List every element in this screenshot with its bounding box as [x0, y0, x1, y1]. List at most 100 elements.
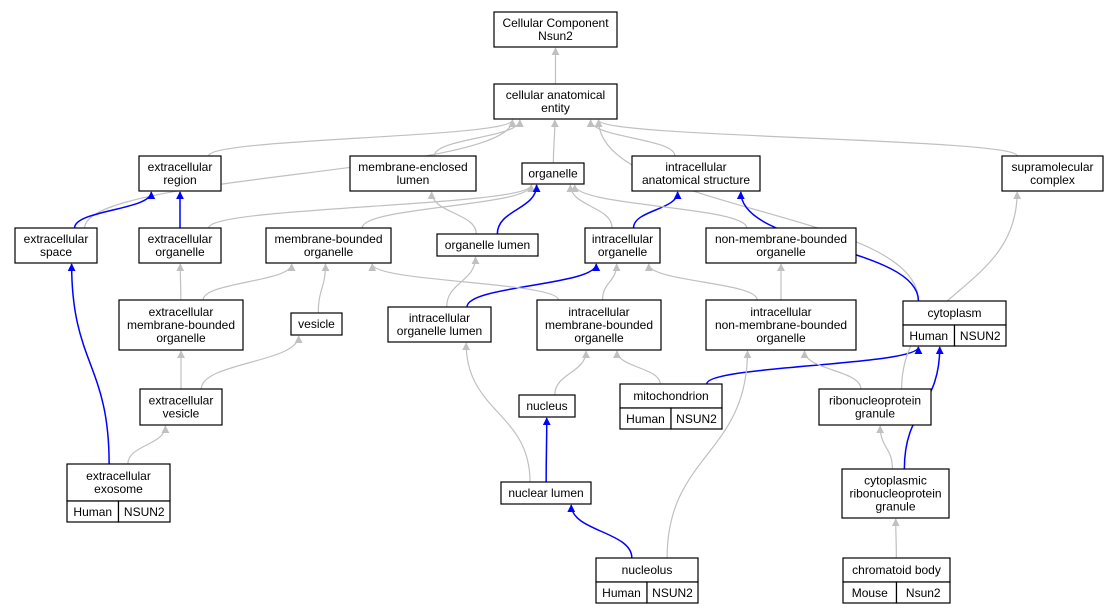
term-label-line: membrane-bounded [274, 232, 382, 246]
edge-is-a-org-to-cae [550, 119, 559, 164]
annotation-label: NSUN2 [652, 586, 693, 600]
term-label-line: granule [875, 500, 915, 514]
annotation-cell-bg [117, 500, 171, 523]
term-label-line: extracellular [149, 394, 214, 408]
term-label-line: organelle [574, 331, 624, 345]
edge-is-a-ol-to-mel [427, 191, 477, 235]
term-label-line: ribonucleoprotein [849, 487, 941, 501]
annotation-label: Human [909, 329, 948, 343]
term-label-line: intracellular [592, 232, 653, 246]
term-box [138, 155, 222, 192]
term-box [841, 468, 950, 519]
term-label-line: intracellular [409, 311, 470, 325]
term-node-intracellular-non-membrane-bounded-organelle[interactable]: intracellularnon-membrane-boundedorganel… [705, 299, 857, 351]
term-label-line: Cellular Component [502, 16, 609, 30]
annotation-human-human: Human [902, 324, 956, 347]
term-node-nuclear-lumen[interactable]: nuclear lumen [500, 481, 592, 505]
term-label-line: chromatoid body [852, 563, 941, 577]
term-box [842, 557, 951, 583]
term-label-line: organelle [756, 331, 806, 345]
term-label-line: Nsun2 [538, 29, 573, 43]
edge-part-of-es-to-er [73, 191, 156, 229]
term-label-line: nuclear lumen [508, 486, 583, 500]
term-label-line: intracellular [665, 160, 726, 174]
term-node-vesicle[interactable]: vesicle [290, 312, 343, 336]
edge-is-a-er-to-cae [208, 119, 517, 157]
annotation-label: Mouse [852, 586, 888, 600]
term-label-line: cytoplasmic [864, 474, 927, 488]
term-box [265, 227, 392, 264]
term-node-organelle[interactable]: organelle [521, 162, 585, 185]
term-box [1001, 155, 1104, 192]
edge-part-of-iol-to-io [466, 263, 601, 308]
annotation-cell-bg [953, 324, 1007, 347]
term-box [518, 394, 576, 418]
term-box [493, 83, 618, 120]
annotation-label: NSUN2 [124, 505, 165, 519]
edge-is-a-ev-to-ves [200, 335, 303, 390]
annotation-label: Nsun2 [906, 586, 941, 600]
edge-is-a-chrom-to-crnpg [891, 518, 900, 559]
annotation-label: NSUN2 [960, 329, 1001, 343]
term-label-line: cellular anatomical [506, 88, 605, 102]
term-box [290, 312, 343, 336]
edge-is-a-ias-to-cae [586, 119, 676, 157]
term-box [139, 388, 223, 426]
edge-is-a-embo-to-eo [176, 263, 185, 301]
term-label-line: entity [541, 101, 570, 115]
term-box [536, 299, 662, 351]
annotation-cell-bg [646, 581, 699, 604]
edge-is-a-smc-to-cae [594, 119, 1018, 157]
term-box [138, 227, 222, 264]
term-label-line: intracellular [750, 305, 811, 319]
edge-part-of-nucleolus-to-nl [567, 504, 633, 559]
term-node-organelle-lumen[interactable]: organelle lumen [436, 233, 539, 257]
term-label-line: space [40, 245, 72, 259]
term-box [595, 557, 699, 583]
term-box [705, 227, 857, 264]
annotation-label: NSUN2 [676, 412, 717, 426]
term-label-line: organelle [304, 245, 354, 259]
term-node-nucleus[interactable]: nucleus [518, 394, 576, 418]
term-label-line: nucleolus [622, 563, 673, 577]
edge-is-a-eo-to-org [208, 184, 536, 229]
term-label-line: organelle [156, 331, 206, 345]
term-box [631, 155, 761, 192]
term-label-line: extracellular [149, 305, 214, 319]
edge-part-of-ol-to-org [496, 184, 541, 235]
edge-is-a-es-to-cae [84, 119, 517, 229]
edge-is-a-cyto-to-cae [594, 119, 920, 302]
edge-is-a-rnpg-to-smc [901, 191, 1022, 390]
annotation-mouse-nsun2: Nsun2 [895, 581, 951, 604]
term-label-line: non-membrane-bounded [715, 232, 847, 246]
edge-is-a-nl-to-iol [462, 342, 531, 483]
term-label-line: non-membrane-bounded [715, 318, 847, 332]
term-label-line: organelle [155, 245, 205, 259]
edge-is-a-imbo-to-io [601, 263, 621, 301]
edge-part-of-nl-to-nuc [542, 417, 551, 483]
